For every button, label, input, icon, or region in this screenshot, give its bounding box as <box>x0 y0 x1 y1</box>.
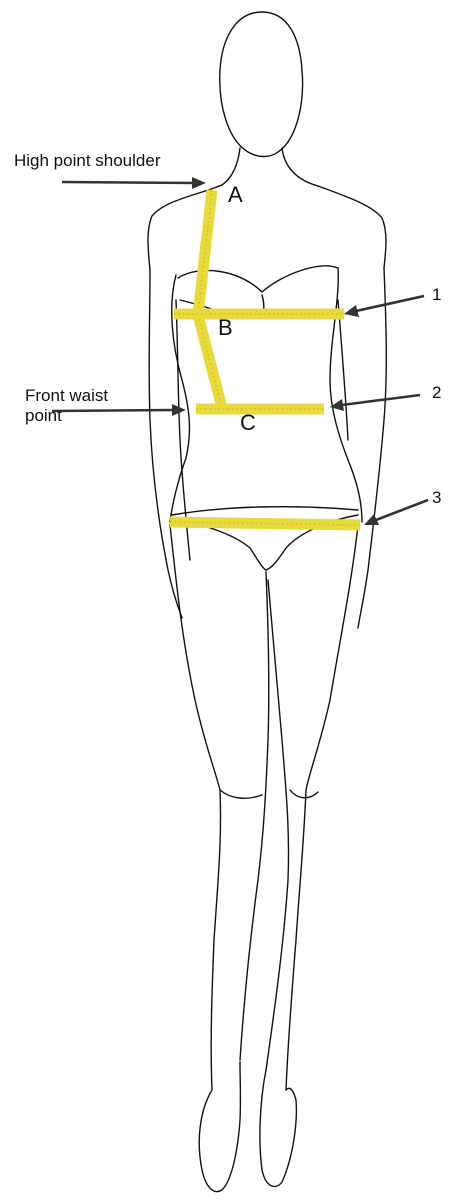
neck-left <box>222 148 240 185</box>
point-b-label: B <box>218 315 233 340</box>
arm-right-outer <box>358 268 386 628</box>
arrow-3 <box>376 500 428 520</box>
arrow-1 <box>356 296 424 311</box>
foot-left <box>199 1062 240 1192</box>
arrow-high-point-shoulder <box>62 182 194 183</box>
arrow-1-head <box>344 305 359 317</box>
figure-outline <box>148 12 386 1192</box>
head-outline <box>220 12 303 157</box>
label-front-waist-line2: point <box>25 406 62 425</box>
leg-left-inner <box>240 572 269 1060</box>
marker-3-label: 3 <box>432 488 441 507</box>
label-high-point-shoulder: High point shoulder <box>14 151 161 170</box>
foot-right <box>260 1070 296 1186</box>
arrow-high-point-shoulder-head <box>192 177 206 189</box>
knee-right <box>290 790 318 798</box>
knee-left <box>220 790 262 798</box>
briefs-top <box>172 507 358 515</box>
shoulder-to-waist-tape <box>198 190 222 408</box>
marker-2-label: 2 <box>432 383 441 402</box>
torso-right <box>330 268 362 522</box>
marker-1-label: 1 <box>432 285 441 304</box>
point-c-label: C <box>240 410 256 435</box>
point-a-label: A <box>228 182 243 207</box>
shoulder-right <box>318 186 386 268</box>
arm-right-inner <box>338 300 348 440</box>
arrow-2 <box>342 395 420 405</box>
leg-left-outer <box>170 525 221 1090</box>
leg-right-inner <box>266 580 289 1070</box>
arrow-front-waist <box>52 410 174 411</box>
neck-right <box>282 148 318 186</box>
leg-right-outer <box>286 525 358 1090</box>
label-front-waist-line1: Front waist <box>25 386 108 405</box>
pointer-arrows <box>52 177 428 525</box>
